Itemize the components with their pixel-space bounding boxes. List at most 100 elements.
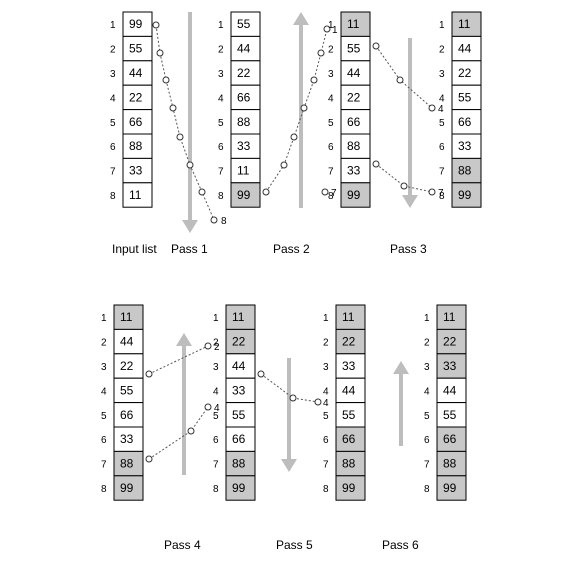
row-index: 6 xyxy=(328,142,334,153)
row-index: 2 xyxy=(101,338,107,349)
row-index: 2 xyxy=(328,45,334,56)
cell-value: 99 xyxy=(232,481,246,495)
cell-value: 99 xyxy=(443,481,457,495)
sorted-cell xyxy=(335,475,366,501)
row-index: 7 xyxy=(439,167,445,178)
cell-value: 66 xyxy=(232,432,246,446)
path-node xyxy=(314,398,322,406)
cell-value: 33 xyxy=(232,383,246,397)
path-end-label: 7 xyxy=(331,188,337,199)
list-cell xyxy=(113,402,144,428)
row-index: 2 xyxy=(213,338,219,349)
sorted-cell xyxy=(451,182,482,208)
path-end-label: 2 xyxy=(214,342,220,353)
cell-value: 88 xyxy=(347,139,361,153)
cell-value: 66 xyxy=(342,432,356,446)
sorted-cell xyxy=(225,475,256,501)
row-index: 7 xyxy=(323,460,329,471)
path-node xyxy=(372,42,380,50)
row-index: 1 xyxy=(101,313,107,324)
list-cell xyxy=(230,157,261,184)
list-cell xyxy=(113,328,144,355)
list-cell xyxy=(122,84,153,111)
sorted-cell xyxy=(436,353,467,379)
cell-value: 22 xyxy=(347,90,361,104)
caption-pass-2: Pass 2 xyxy=(273,242,310,256)
row-index: 8 xyxy=(110,191,116,202)
cell-value: 55 xyxy=(342,408,356,422)
pass-direction-arrow xyxy=(176,333,192,475)
row-index: 1 xyxy=(213,313,219,324)
pass-direction-arrow xyxy=(293,12,309,208)
path-node xyxy=(204,342,212,350)
sorted-cell xyxy=(225,450,256,477)
path-end-label: 4 xyxy=(438,104,444,115)
row-index: 6 xyxy=(218,142,224,153)
sorted-cell xyxy=(113,475,144,501)
row-index: 5 xyxy=(323,411,329,422)
list-cell xyxy=(230,35,261,62)
cell-value: 66 xyxy=(347,115,361,129)
path-end-label: 8 xyxy=(221,216,227,227)
path-node xyxy=(198,188,206,196)
row-index: 7 xyxy=(218,167,224,178)
row-index: 1 xyxy=(424,313,430,324)
list-cell xyxy=(451,84,482,111)
row-index: 8 xyxy=(424,484,430,495)
cell-value: 55 xyxy=(347,42,361,56)
comparison-path: 4 xyxy=(257,370,329,409)
row-index: 8 xyxy=(213,484,219,495)
sorted-cell xyxy=(436,475,467,501)
list-cell xyxy=(122,60,153,86)
cell-value: 66 xyxy=(237,90,251,104)
row-index: 5 xyxy=(439,118,445,129)
path-node xyxy=(321,188,329,196)
list-cell xyxy=(340,109,371,135)
row-index: 3 xyxy=(328,69,334,80)
list-cell xyxy=(113,377,144,404)
cell-value: 44 xyxy=(342,383,356,397)
cell-value: 55 xyxy=(237,17,251,31)
path-node xyxy=(400,182,408,190)
row-index: 5 xyxy=(328,118,334,129)
path-node xyxy=(210,216,218,224)
cell-value: 33 xyxy=(129,164,143,178)
sorted-cell xyxy=(451,157,482,184)
path-node xyxy=(186,161,194,169)
cell-value: 66 xyxy=(120,408,134,422)
row-index: 1 xyxy=(439,20,445,31)
cell-value: 55 xyxy=(458,90,472,104)
row-index: 7 xyxy=(424,460,430,471)
path-node xyxy=(428,104,436,112)
list-cell xyxy=(451,109,482,135)
cell-value: 99 xyxy=(347,188,361,202)
path-end-label: 4 xyxy=(214,403,220,414)
row-index: 5 xyxy=(110,118,116,129)
row-index: 5 xyxy=(213,411,219,422)
row-index: 4 xyxy=(218,93,224,104)
row-index: 8 xyxy=(101,484,107,495)
row-index: 8 xyxy=(218,191,224,202)
list-cell xyxy=(340,60,371,86)
list-cell xyxy=(230,60,261,86)
caption-pass-3: Pass 3 xyxy=(390,242,427,256)
cell-value: 99 xyxy=(342,481,356,495)
cell-value: 88 xyxy=(458,164,472,178)
path-node xyxy=(280,161,288,169)
cell-value: 88 xyxy=(443,457,457,471)
path-node xyxy=(162,76,170,84)
list-cell xyxy=(113,426,144,452)
cell-value: 66 xyxy=(443,432,457,446)
path-node xyxy=(396,76,404,84)
cell-value: 55 xyxy=(443,408,457,422)
path-node xyxy=(204,403,212,411)
list-cell xyxy=(122,133,153,159)
cell-value: 22 xyxy=(120,359,134,373)
list-cell xyxy=(451,35,482,62)
row-index: 7 xyxy=(328,167,334,178)
row-index: 8 xyxy=(328,191,334,202)
cell-value: 33 xyxy=(458,139,472,153)
